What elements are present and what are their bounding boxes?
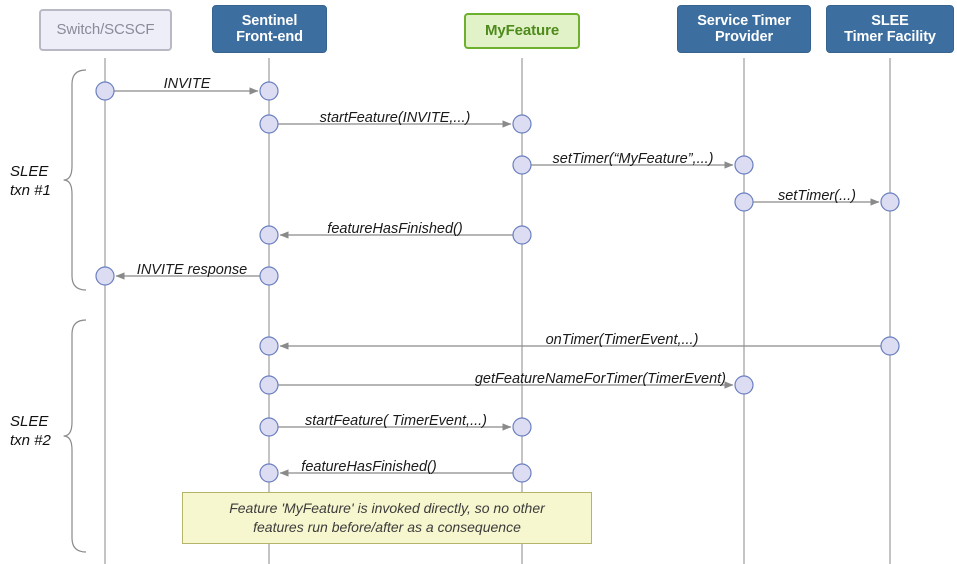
message-node-m10-source[interactable] (512, 463, 532, 483)
message-node-m4-target[interactable] (880, 192, 900, 212)
note-box: Feature 'MyFeature' is invoked directly,… (182, 492, 592, 544)
participant-label: MyFeature (484, 21, 560, 39)
message-node-m3-target[interactable] (734, 155, 754, 175)
message-label-m8: getFeatureNameForTimer(TimerEvent) (474, 371, 726, 387)
participant-feature[interactable]: MyFeature (464, 13, 580, 49)
participant-label: SLEE Timer Facility (844, 12, 936, 45)
brace-txn2 (63, 319, 87, 553)
message-node-m2-target[interactable] (512, 114, 532, 134)
message-node-m8-target[interactable] (734, 375, 754, 395)
message-label-m10: featureHasFinished() (301, 459, 437, 475)
participant-slee[interactable]: SLEE Timer Facility (826, 5, 954, 53)
message-label-m4: setTimer(...) (777, 188, 857, 204)
participant-label: Sentinel Front-end (236, 12, 303, 45)
message-node-m7-source[interactable] (880, 336, 900, 356)
message-nodes-layer (95, 81, 900, 483)
participant-label: Switch/SCSCF (56, 20, 155, 38)
message-label-m9: startFeature( TimerEvent,...) (305, 413, 487, 429)
message-label-m5: featureHasFinished() (327, 221, 463, 237)
message-arrows-layer (114, 87, 881, 477)
transaction-label-txn2: SLEE txn #2 (10, 413, 51, 449)
message-node-m6-source[interactable] (259, 266, 279, 286)
transaction-braces-layer (63, 69, 87, 553)
message-label-m7: onTimer(TimerEvent,...) (545, 332, 699, 348)
message-label-m6: INVITE response (136, 262, 248, 278)
message-node-m1-target[interactable] (259, 81, 279, 101)
message-node-m5-target[interactable] (259, 225, 279, 245)
message-node-m3-source[interactable] (512, 155, 532, 175)
message-node-m1-source[interactable] (95, 81, 115, 101)
participant-label: Service Timer Provider (697, 12, 791, 45)
message-node-m9-target[interactable] (512, 417, 532, 437)
message-node-m6-target[interactable] (95, 266, 115, 286)
lifelines-layer (104, 58, 891, 564)
participant-switch[interactable]: Switch/SCSCF (39, 9, 172, 51)
message-label-m3: setTimer(“MyFeature”,...) (552, 151, 714, 167)
brace-txn1 (63, 69, 87, 291)
message-node-m4-source[interactable] (734, 192, 754, 212)
message-node-m2-source[interactable] (259, 114, 279, 134)
message-node-m9-source[interactable] (259, 417, 279, 437)
transaction-label-txn1: SLEE txn #1 (10, 163, 51, 199)
message-node-m5-source[interactable] (512, 225, 532, 245)
message-node-m8-source[interactable] (259, 375, 279, 395)
message-label-m2: startFeature(INVITE,...) (319, 110, 471, 126)
message-label-m1: INVITE (163, 76, 211, 92)
message-node-m7-target[interactable] (259, 336, 279, 356)
participant-stp[interactable]: Service Timer Provider (677, 5, 811, 53)
participant-sentinel[interactable]: Sentinel Front-end (212, 5, 327, 53)
message-node-m10-target[interactable] (259, 463, 279, 483)
